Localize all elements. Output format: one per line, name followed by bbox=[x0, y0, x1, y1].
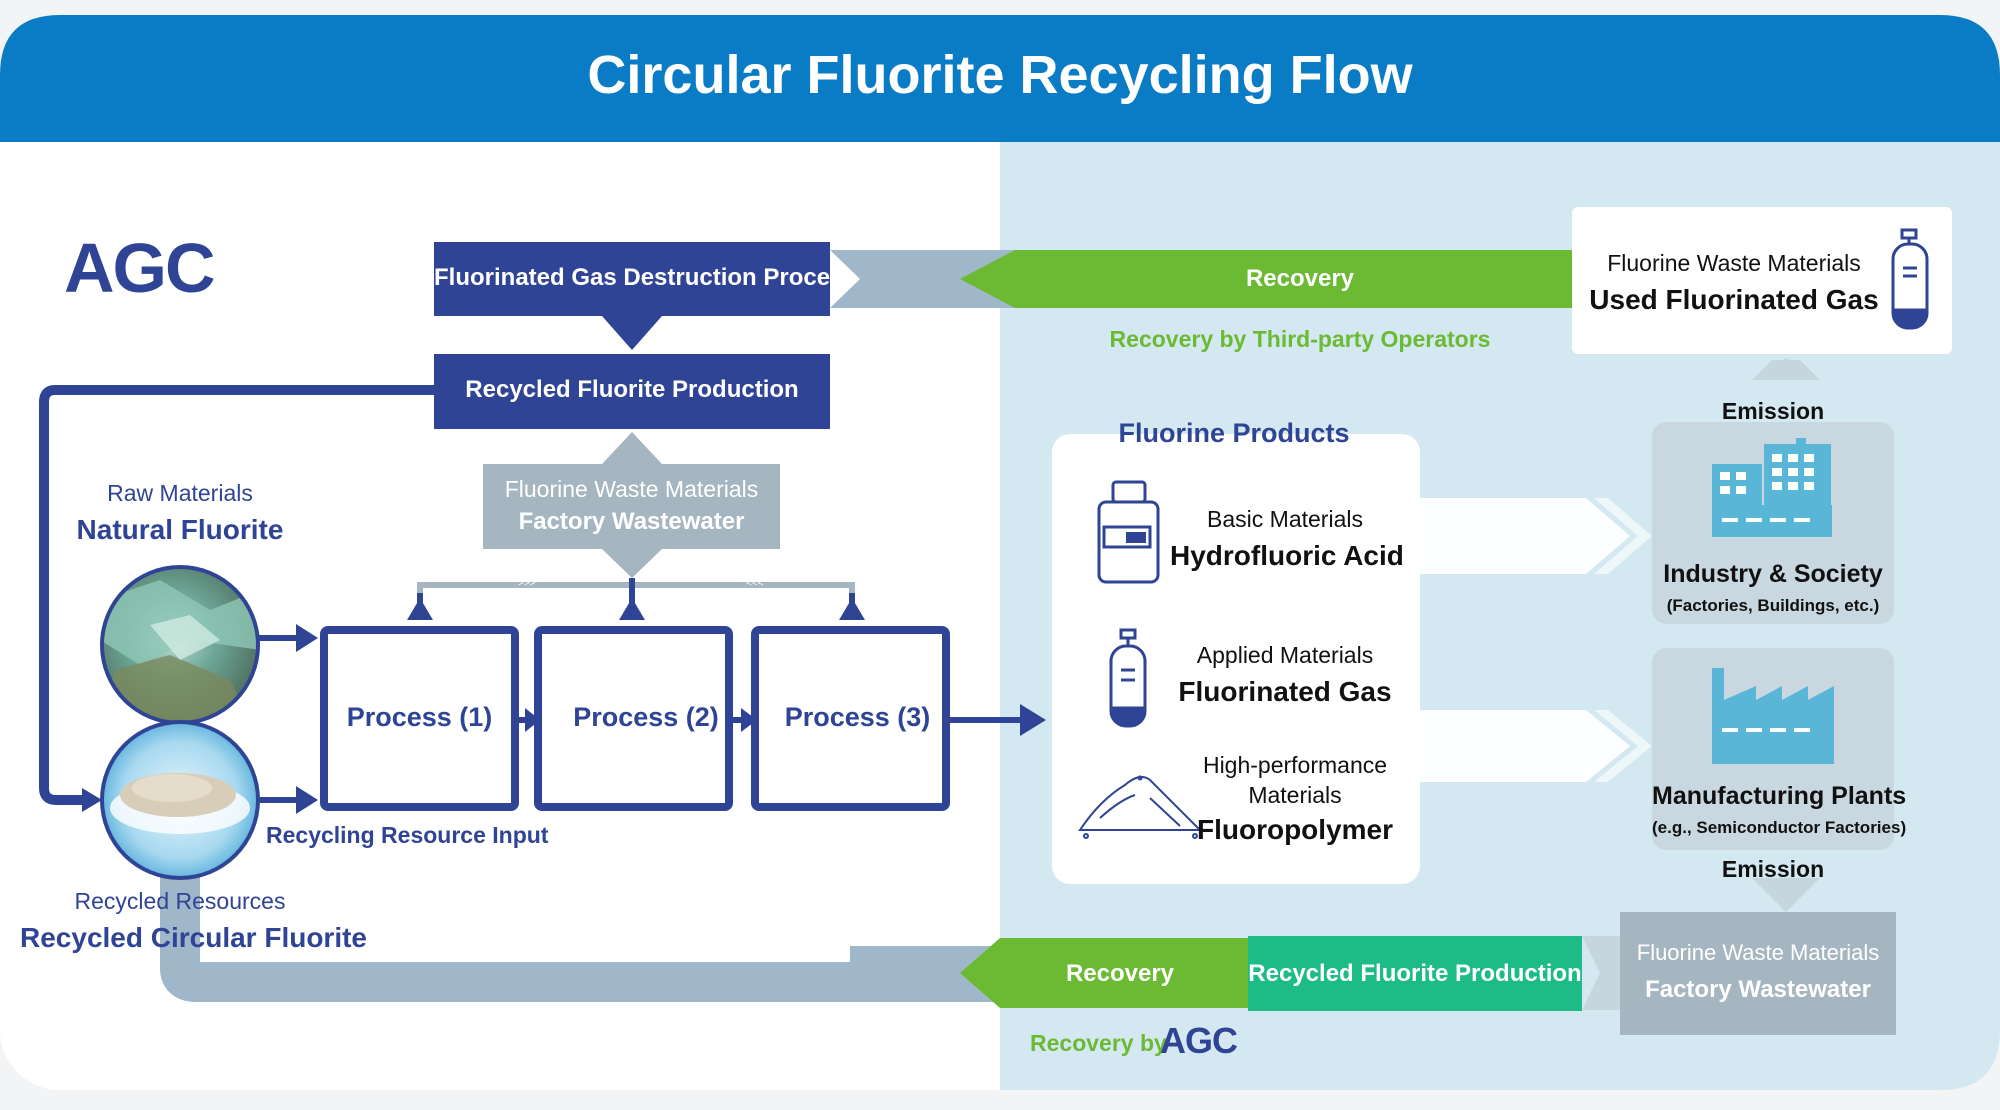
right-wastewater-name: Factory Wastewater bbox=[1645, 976, 1871, 1003]
agc-logo: AGC bbox=[64, 229, 216, 307]
left-wastewater-box bbox=[483, 464, 780, 549]
gas-cylinder-icon bbox=[1109, 628, 1147, 728]
third-party-note: Recovery by Third-party Operators bbox=[1109, 326, 1491, 352]
natural-fluorite-image bbox=[104, 569, 256, 721]
left-wastewater-caption: Fluorine Waste Materials bbox=[504, 476, 759, 502]
industry-sub: (Factories, Buildings, etc.) bbox=[1666, 596, 1880, 615]
bottle-icon bbox=[1097, 480, 1160, 584]
product-3-name: Fluoropolymer bbox=[1196, 814, 1393, 845]
bottom-recycled-production-label: Recycled Fluorite Production bbox=[1248, 960, 1582, 987]
raw-caption: Raw Materials bbox=[107, 480, 253, 506]
emission-bottom-label: Emission bbox=[1721, 856, 1825, 882]
recycled-name: Recycled Circular Fluorite bbox=[20, 922, 368, 953]
right-wastewater-caption: Fluorine Waste Materials bbox=[1636, 940, 1880, 965]
process-2-label: Process (2) bbox=[573, 702, 719, 732]
recycled-fluorite-image bbox=[104, 724, 256, 876]
page-title: Circular Fluorite Recycling Flow bbox=[587, 45, 1413, 105]
products-title: Fluorine Products bbox=[1118, 418, 1350, 448]
factory-icon bbox=[1712, 668, 1834, 764]
plants-name: Manufacturing Plants bbox=[1652, 782, 1907, 810]
destruction-process-box bbox=[434, 242, 830, 316]
used-gas-name: Used Fluorinated Gas bbox=[1589, 284, 1879, 315]
destruction-process-label: Fluorinated Gas Destruction Process bbox=[434, 264, 857, 291]
right-wastewater-box bbox=[1620, 912, 1896, 1035]
process-1-label: Process (1) bbox=[346, 702, 493, 732]
process-3-label: Process (3) bbox=[784, 702, 931, 732]
product-2-name: Fluorinated Gas bbox=[1178, 676, 1392, 707]
used-gas-box bbox=[1572, 207, 1952, 354]
emission-top-label: Emission bbox=[1721, 398, 1825, 424]
svg-text:>>>: >>> bbox=[518, 578, 536, 589]
industry-name: Industry & Society bbox=[1663, 560, 1883, 588]
recycled-production-label: Recycled Fluorite Production bbox=[465, 376, 799, 403]
bottom-recycled-production-box bbox=[1248, 936, 1582, 1011]
product-1-name: Hydrofluoric Acid bbox=[1170, 540, 1404, 571]
top-recovery-green-arrow bbox=[960, 250, 1575, 308]
plants-sub: (e.g., Semiconductor Factories) bbox=[1652, 818, 1907, 837]
powder-pile-icon bbox=[1078, 775, 1203, 839]
raw-name: Natural Fluorite bbox=[76, 514, 284, 545]
bottom-recovery-green-arrow bbox=[960, 938, 1260, 1008]
agc-recovery-note-prefix: Recovery by bbox=[1030, 1030, 1167, 1056]
used-gas-cylinder-icon bbox=[1891, 228, 1929, 330]
agc-recovery-note-brand: AGC bbox=[1160, 1020, 1238, 1061]
bottom-recovery-label: Recovery bbox=[1065, 960, 1175, 987]
recycled-caption: Recycled Resources bbox=[74, 888, 286, 914]
recycling-input-label: Recycling Resource Input bbox=[266, 822, 549, 848]
product-1-caption: Basic Materials bbox=[1207, 506, 1363, 532]
product-3-caption-line1: High-performance bbox=[1202, 752, 1388, 778]
buildings-icon bbox=[1712, 438, 1832, 537]
product-2-caption: Applied Materials bbox=[1196, 642, 1374, 668]
recycled-production-box bbox=[434, 354, 830, 429]
svg-text:<<<: <<< bbox=[746, 578, 764, 589]
header-bar bbox=[0, 15, 2000, 142]
left-wastewater-name: Factory Wastewater bbox=[518, 508, 745, 535]
product-3-caption-line2: Materials bbox=[1248, 782, 1342, 808]
used-gas-caption: Fluorine Waste Materials bbox=[1607, 250, 1861, 276]
top-recovery-label: Recovery bbox=[1245, 265, 1355, 292]
